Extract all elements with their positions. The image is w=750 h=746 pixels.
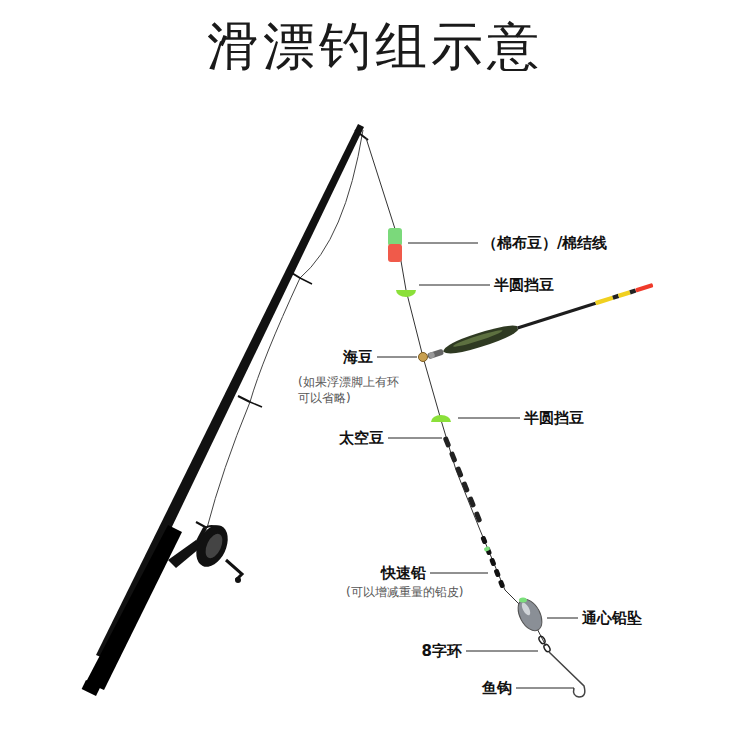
sinker-shine — [520, 601, 532, 616]
rod-line — [207, 130, 363, 528]
part-label: 通心铅坠 — [582, 608, 642, 628]
hook — [549, 652, 585, 697]
part-label: 海豆 — [343, 347, 373, 367]
bead-segment — [467, 496, 476, 508]
bead-segment — [498, 579, 506, 588]
bead-segment — [455, 466, 464, 478]
space-beads — [443, 436, 506, 589]
rod-butt — [82, 680, 101, 696]
part-note: (可以增减重量的铅皮) — [346, 584, 463, 600]
bead-segment — [474, 511, 483, 523]
part-label: 半圆挡豆 — [494, 275, 554, 295]
rod-handle — [86, 525, 182, 690]
diagram-title: 滑漂钓组示意 — [0, 14, 750, 78]
bead-segment — [461, 481, 470, 493]
leader-lines — [377, 243, 578, 688]
rod-guides — [196, 270, 312, 528]
half-round-bead — [396, 290, 416, 297]
cotton-stopper — [388, 228, 402, 262]
part-label: 太空豆 — [339, 428, 384, 448]
bead-segment — [449, 451, 458, 463]
sea-bead — [419, 353, 428, 362]
swivel — [538, 635, 551, 652]
half-round-bead — [431, 415, 451, 422]
part-note: (如果浮漂脚上有环 可以省略) — [298, 374, 410, 406]
part-label: （棉布豆）/棉结线 — [482, 233, 607, 253]
spinning-reel — [168, 520, 242, 583]
bead-segment — [480, 535, 488, 544]
sinker — [513, 595, 547, 634]
main-line — [366, 138, 546, 646]
bead-segment — [443, 436, 452, 448]
bead-segment — [483, 546, 490, 552]
part-label: 快速铅 — [381, 563, 426, 583]
part-label: 半圆挡豆 — [524, 408, 584, 428]
part-label: 8字环 — [422, 641, 462, 661]
part-label: 鱼钩 — [482, 678, 512, 698]
sinker-bead — [519, 598, 527, 603]
bead-segment — [489, 557, 497, 566]
bead-segment — [493, 568, 501, 577]
